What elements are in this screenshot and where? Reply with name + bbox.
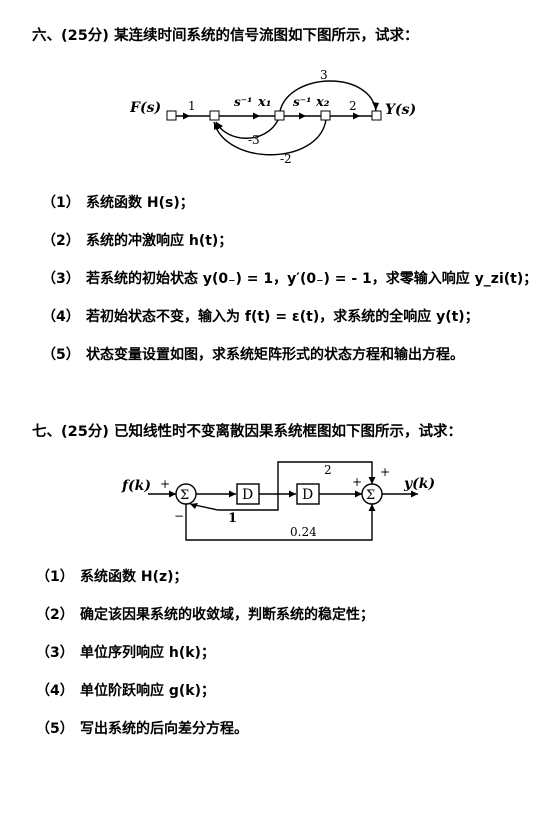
label-gain-1: 1 [228, 511, 237, 526]
label-fk: f(k) [121, 478, 151, 494]
label-x2: x₂ [315, 95, 330, 110]
q6-item-4: （4）若初始状态不变，输入为 f(t) = ε(t)，求系统的全响应 y(t)； [42, 309, 479, 325]
label-minus-1: − [174, 509, 184, 523]
svg-text:Σ: Σ [180, 488, 189, 503]
q6-item-2: （2）系统的冲激响应 h(t)； [42, 233, 233, 249]
q6-item-3: （3）若系统的初始状态 y(0₋) = 1，y′(0₋) = - 1，求零输入响… [42, 271, 538, 287]
q7-item-3: （3）单位序列响应 h(k)； [36, 645, 215, 661]
q6-item-1: （1）系统函数 H(s)； [42, 195, 194, 211]
discrete-block-diagram: Σ D D Σ f(k) y(k) + − + + 2 1 0.24 [121, 461, 435, 541]
arrow-s2 [299, 112, 306, 120]
label-Ys: Y(s) [385, 102, 416, 118]
label-s2: s⁻¹ [293, 95, 311, 109]
label-gain-2: 2 [324, 463, 332, 477]
branch-fb-2 [213, 119, 327, 156]
q6-item-5: （5）状态变量设置如图，求系统矩阵形式的状态方程和输出方程。 [42, 347, 464, 363]
arrow-in [183, 112, 190, 120]
arrow-s1 [253, 112, 260, 120]
q7-item-4: （4）单位阶跃响应 g(k)； [36, 683, 216, 699]
svg-text:D: D [242, 487, 253, 503]
q7-item-2: （2）确定该因果系统的收敛域，判断系统的稳定性； [36, 607, 374, 623]
branch-bottom [185, 504, 373, 541]
label-plus-2: + [352, 475, 362, 489]
node-x1 [274, 110, 285, 121]
label-gain-2: 2 [349, 99, 357, 113]
branch-feedback [189, 494, 279, 511]
node-input [166, 110, 177, 121]
label-s1: s⁻¹ [234, 95, 252, 109]
signal-flow-graph: F(s) 1 s⁻¹ x₁ s⁻¹ x₂ 2 Y(s) 3 -3 -2 [130, 68, 416, 166]
q7-item-5: （5）写出系统的后向差分方程。 [36, 721, 248, 737]
label-gain-neg2: -2 [280, 152, 292, 166]
label-gain-neg3: -3 [248, 133, 260, 147]
question-6-title: 六、(25分) 某连续时间系统的信号流图如下图所示，试求： [32, 28, 419, 44]
q7-item-1: （1）系统函数 H(z)； [36, 569, 188, 585]
svg-text:Σ: Σ [366, 488, 375, 503]
label-gain-024: 0.24 [290, 525, 317, 539]
node-1 [209, 110, 220, 121]
svg-text:D: D [302, 487, 313, 503]
label-plus-1: + [160, 477, 170, 491]
arrow-out [353, 112, 360, 120]
question-7-title: 七、(25分) 已知线性时不变离散因果系统框图如下图所示，试求： [32, 424, 462, 440]
node-x2 [320, 110, 331, 121]
label-Fs: F(s) [130, 100, 161, 116]
branch-ff-3 [279, 80, 377, 112]
branch-fb-3 [215, 119, 279, 139]
label-plus-3: + [380, 465, 390, 479]
branch-top [277, 461, 373, 494]
label-gain-1: 1 [188, 99, 196, 113]
label-yk: y(k) [403, 476, 435, 492]
label-x1: x₁ [257, 95, 271, 110]
node-output [371, 110, 382, 121]
label-gain-3: 3 [320, 68, 328, 82]
